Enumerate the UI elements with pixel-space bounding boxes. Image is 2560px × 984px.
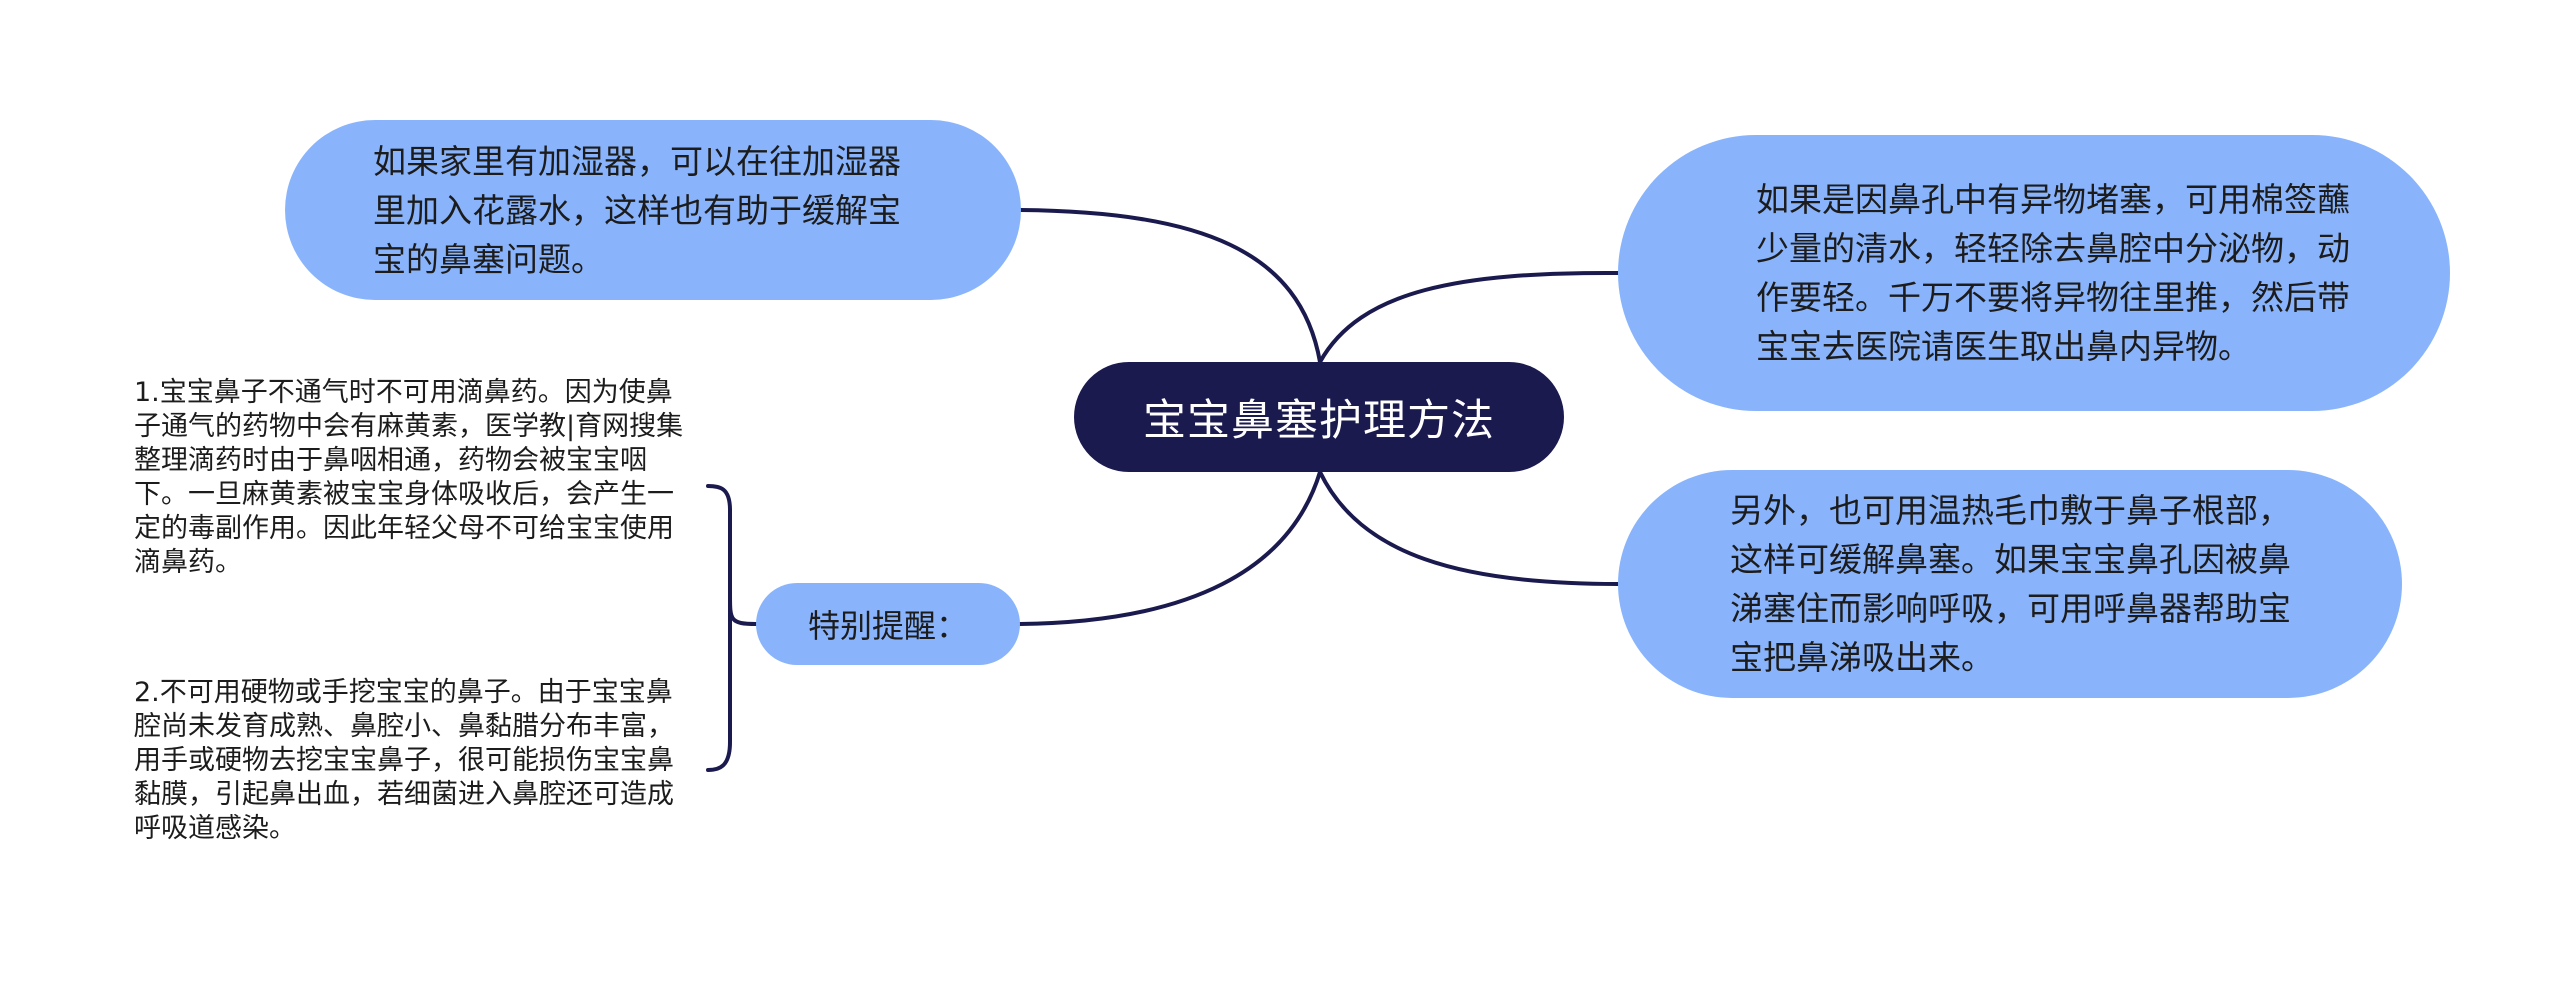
topic-special-reminder[interactable]: 特别提醒： <box>756 583 1020 665</box>
central-topic-label: 宝宝鼻塞护理方法 <box>1143 396 1495 446</box>
bracket-reminder-notes <box>706 484 758 772</box>
connector-humidifier <box>1019 208 1322 364</box>
reminder-note-1: 1.宝宝鼻子不通气时不可用滴鼻药。因为使鼻子通气的药物中会有麻黄素，医学教|育网… <box>134 377 684 578</box>
reminder-note-2: 2.不可用硬物或手挖宝宝的鼻子。由于宝宝鼻腔尚未发育成熟、鼻腔小、鼻黏腊分布丰富… <box>134 677 674 844</box>
connector-warm-towel <box>1318 470 1620 586</box>
central-topic[interactable]: 宝宝鼻塞护理方法 <box>1074 362 1564 472</box>
topic-warm-towel[interactable]: 另外，也可用温热毛巾敷于鼻子根部，这样可缓解鼻塞。如果宝宝鼻孔因被鼻涕塞住而影响… <box>1618 470 2402 698</box>
connector-reminder <box>1018 470 1322 626</box>
topic-humidifier[interactable]: 如果家里有加湿器，可以在往加湿器里加入花露水，这样也有助于缓解宝宝的鼻塞问题。 <box>285 120 1021 300</box>
topic-foreign-object-text: 如果是因鼻孔中有异物堵塞，可用棉签蘸少量的清水，轻轻除去鼻腔中分泌物，动作要轻。… <box>1756 180 2350 366</box>
topic-foreign-object[interactable]: 如果是因鼻孔中有异物堵塞，可用棉签蘸少量的清水，轻轻除去鼻腔中分泌物，动作要轻。… <box>1618 135 2450 411</box>
topic-warm-towel-text: 另外，也可用温热毛巾敷于鼻子根部，这样可缓解鼻塞。如果宝宝鼻孔因被鼻涕塞住而影响… <box>1730 491 2291 677</box>
connector-foreign-object <box>1318 270 1620 364</box>
topic-special-reminder-label: 特别提醒： <box>807 607 968 645</box>
topic-humidifier-text: 如果家里有加湿器，可以在往加湿器里加入花露水，这样也有助于缓解宝宝的鼻塞问题。 <box>373 141 901 279</box>
